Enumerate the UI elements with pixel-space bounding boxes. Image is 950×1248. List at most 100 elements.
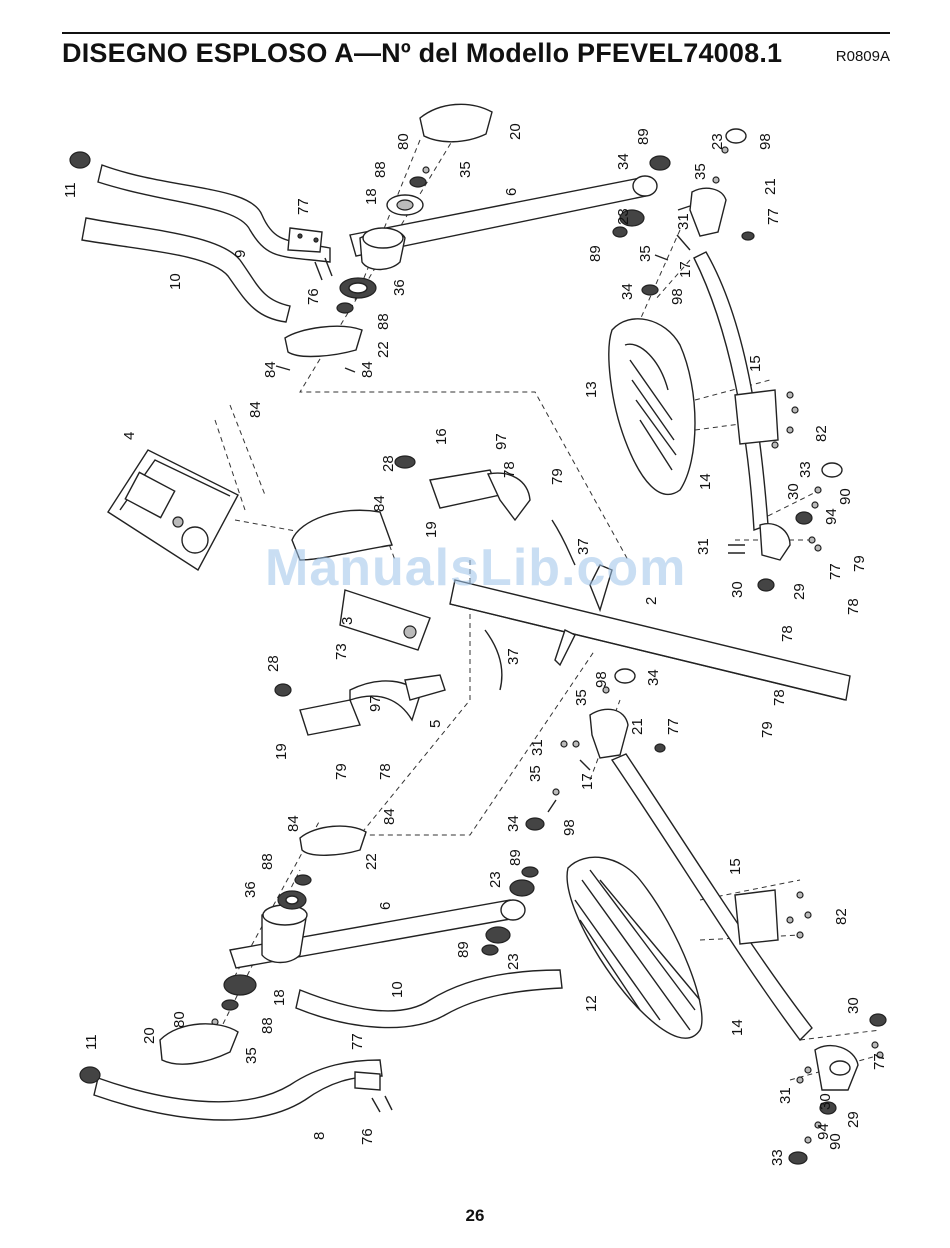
part-label: 23	[615, 208, 632, 225]
part-label: 77	[765, 208, 782, 225]
part-label: 88	[259, 853, 276, 870]
part-label: 8	[311, 1132, 328, 1140]
part-label: 73	[333, 643, 350, 660]
part-label: 31	[529, 739, 546, 756]
part-label: 98	[757, 133, 774, 150]
part-label: 80	[395, 133, 412, 150]
part-label: 78	[771, 689, 788, 706]
part-label: 84	[285, 815, 302, 832]
part-label: 14	[729, 1019, 746, 1036]
part-label: 33	[797, 461, 814, 478]
part-label: 20	[507, 123, 524, 140]
part-label: 84	[371, 495, 388, 512]
part-label: 78	[377, 763, 394, 780]
part-label: 77	[871, 1053, 888, 1070]
part-label: 84	[262, 361, 279, 378]
part-label: 79	[333, 763, 350, 780]
part-label: 4	[121, 432, 138, 440]
part-label: 88	[372, 161, 389, 178]
part-label: 79	[549, 468, 566, 485]
part-label: 30	[817, 1093, 834, 1110]
part-label: 84	[381, 808, 398, 825]
part-label: 14	[697, 473, 714, 490]
part-label: 10	[167, 273, 184, 290]
part-label: 11	[83, 1034, 100, 1050]
part-label: 34	[619, 283, 636, 300]
page-number: 26	[465, 1206, 485, 1225]
part-label: 30	[785, 483, 802, 500]
page-title: DISEGNO ESPLOSO A—Nº del Modello PFEVEL7…	[62, 38, 783, 68]
main-frame	[449, 564, 851, 701]
part-label: 18	[271, 989, 288, 1006]
part-label: 90	[837, 488, 854, 505]
part-label: 35	[457, 161, 474, 178]
part-label: 13	[583, 381, 600, 398]
part-label: 35	[527, 765, 544, 782]
part-label: 23	[487, 871, 504, 888]
part-label: 23	[709, 133, 726, 150]
part-label: 79	[851, 555, 868, 572]
part-label: 79	[759, 721, 776, 738]
part-label: 31	[675, 213, 692, 230]
part-label: 28	[265, 655, 282, 672]
part-label: 78	[779, 625, 796, 642]
part-label: 78	[501, 461, 518, 478]
lower-arm-group	[159, 825, 539, 1065]
part-label: 77	[665, 718, 682, 735]
part-label: 34	[505, 815, 522, 832]
part-label: 2	[643, 597, 660, 605]
part-label: 22	[363, 853, 380, 870]
part-label: 98	[669, 288, 686, 305]
part-label: 10	[389, 981, 406, 998]
part-label: 78	[845, 598, 862, 615]
part-label: 90	[827, 1133, 844, 1150]
part-label: 36	[391, 279, 408, 296]
part-label: 34	[615, 153, 632, 170]
part-label: 16	[433, 428, 450, 445]
part-label: 37	[575, 538, 592, 555]
part-label: 89	[635, 128, 652, 145]
part-label: 88	[259, 1017, 276, 1034]
part-label: 12	[583, 995, 600, 1012]
part-label: 18	[363, 188, 380, 205]
part-label: 80	[171, 1011, 188, 1028]
part-label: 77	[827, 563, 844, 580]
part-label: 35	[243, 1047, 260, 1064]
part-label: 21	[629, 718, 646, 735]
part-label: 28	[380, 455, 397, 472]
part-label: 19	[423, 521, 440, 538]
console-group	[107, 449, 431, 651]
part-label: 17	[579, 773, 596, 790]
watermark: ManualsLib.com	[265, 539, 687, 597]
part-label: 15	[727, 858, 744, 875]
part-label: 77	[295, 198, 312, 215]
part-label: 11	[62, 182, 79, 198]
part-label: 35	[637, 245, 654, 262]
upper-handlebar-group	[69, 151, 333, 323]
upper-right-joint	[612, 128, 755, 296]
part-label: 35	[573, 689, 590, 706]
upper-pedal-group	[608, 251, 843, 592]
part-label: 77	[349, 1033, 366, 1050]
drawing-code: R0809A	[835, 48, 890, 65]
part-label: 34	[645, 669, 662, 686]
part-label: 98	[561, 819, 578, 836]
handle-mounts	[274, 455, 576, 736]
part-label: 89	[507, 849, 524, 866]
part-label: 15	[747, 355, 764, 372]
part-label: 84	[359, 361, 376, 378]
part-label: 36	[242, 881, 259, 898]
lower-right-joint	[525, 668, 666, 831]
header-rule	[62, 32, 890, 34]
part-label: 29	[791, 583, 808, 600]
part-label: 84	[247, 401, 264, 418]
part-label: 76	[359, 1128, 376, 1145]
part-label: 94	[815, 1123, 832, 1140]
part-label: 98	[593, 671, 610, 688]
part-label: 21	[762, 178, 779, 195]
part-label: 76	[305, 288, 322, 305]
part-label: 9	[232, 250, 249, 258]
lower-handlebar-group	[79, 969, 563, 1121]
part-label: 23	[505, 953, 522, 970]
